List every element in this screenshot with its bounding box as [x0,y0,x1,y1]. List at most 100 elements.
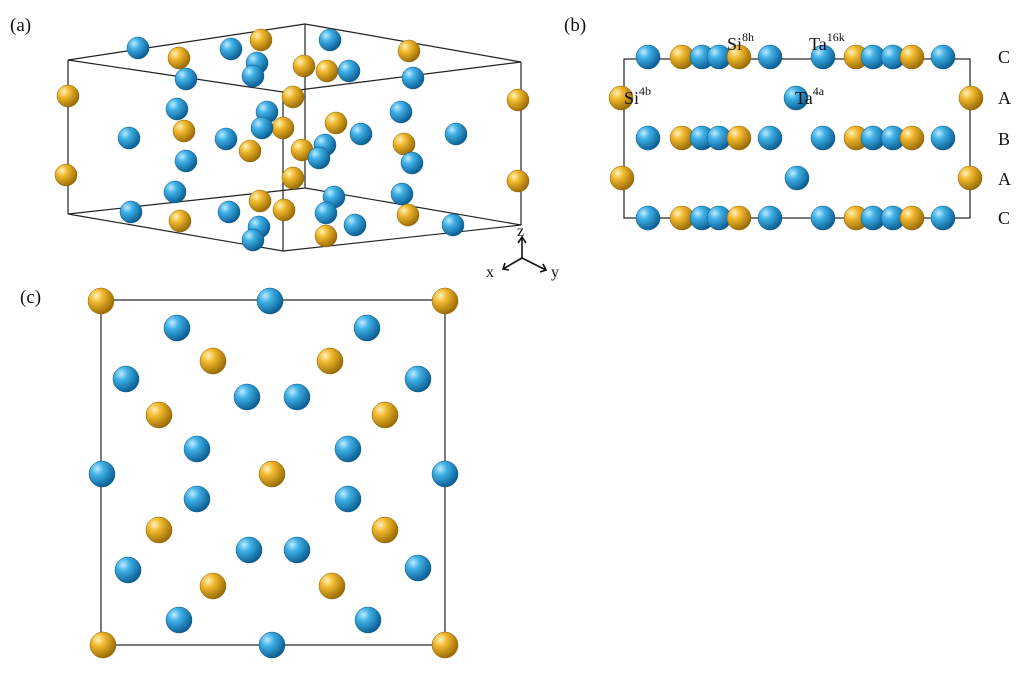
panel-a-ta-atom-38 [163,180,187,204]
panel-a-ta-atom-43 [217,200,241,224]
panel-a-atoms [54,28,530,252]
panel-c-ta-atom-8 [112,365,140,393]
panel-c-atoms [87,287,459,659]
panel-c-si-atom-21 [145,516,173,544]
panel-b-ta-atom-29 [784,165,810,191]
panel-a-ta-atom-18 [389,100,413,124]
panel-a-si-atom-52 [314,224,338,248]
panel-a-si-atom-3 [249,28,273,52]
panel-b-label: (b) [564,15,586,36]
panel-c-ta-atom-20 [334,485,362,513]
panel-a-ta-atom-41 [390,182,414,206]
panel-b-si-atom-11 [899,44,925,70]
panel-c-ta-atom-10 [233,383,261,411]
panel-b-cell-outline [623,58,971,219]
panel-b-atoms [608,44,984,231]
panel-a-ta-atom-45 [314,201,338,225]
panel-a-si-atom-5 [397,39,421,63]
panel-c-ta-atom-4 [163,314,191,342]
panel-b-ta-atom-42 [930,205,956,231]
panel-b-ta-atom-31 [635,205,661,231]
panel-b-si-atom-26 [899,125,925,151]
panel-c-si-atom-27 [199,572,227,600]
panel-b-si-atom-5 [726,44,752,70]
panel-c-ta-atom-9 [404,365,432,393]
panel-a-si-atom-22 [324,111,348,135]
panel-a-si-atom-44 [272,198,296,222]
panel-c-si-atom-3 [431,287,459,315]
panel-a-si-atom-37 [506,169,530,193]
panel-a-si-atom-16 [506,88,530,112]
panel-c-si-atom-12 [145,401,173,429]
panel-a-ta-atom-33 [307,146,331,170]
panel-a-si-atom-36 [281,166,305,190]
panel-b-si-atom-30 [957,165,983,191]
panel-a-si-atom-8 [292,54,316,78]
panel-c-ta-atom-26 [404,554,432,582]
panel-c-si-atom-1 [87,287,115,315]
panel-a-ta-atom-12 [241,64,265,88]
site-label-si-8h: Si8h [727,30,754,54]
panel-a-ta-atom-25 [250,116,274,140]
panel-b-ta-atom-12 [930,44,956,70]
panel-b-si-atom-41 [899,205,925,231]
layer-label-5: C [998,208,1010,228]
site-label-ta-4a: Ta4a [795,84,825,108]
axis-x-label: x [486,264,494,281]
panel-a-ta-atom-17 [165,97,189,121]
panel-a-ta-atom-42 [119,200,143,224]
panel-a-si-atom-21 [271,116,295,140]
panel-a-ta-atom-2 [219,37,243,61]
panel-c-ta-atom-23 [235,536,263,564]
panel-a-ta-atom-27 [444,122,468,146]
panel-a-si-atom-46 [396,203,420,227]
layer-label-3: B [998,129,1010,149]
panel-c-si-atom-22 [371,516,399,544]
panel-b-ta-atom-36 [757,205,783,231]
panel-c-si-atom-13 [371,401,399,429]
panel-a-si-atom-28 [392,132,416,156]
panel-a-ta-atom-34 [400,151,424,175]
panel-a-si-atom-9 [315,59,339,83]
panel-b-ta-atom-21 [757,125,783,151]
panel-a-ta-atom-24 [214,127,238,151]
panel-a-si-atom-6 [167,46,191,70]
panel-a-si-atom-35 [54,163,78,187]
panel-c-ta-atom-30 [354,606,382,634]
panel-b-ta-atom-7 [810,44,836,70]
panel-a-si-atom-15 [281,85,305,109]
panel-a-unit-cell [54,23,530,252]
panel-a-ta-atom-23 [117,126,141,150]
panel-c-ta-atom-18 [431,460,459,488]
panel-c-si-atom-31 [89,631,117,659]
panel-c-ta-atom-29 [165,606,193,634]
layer-label-2: A [998,88,1011,108]
panel-c-ta-atom-5 [353,314,381,342]
panel-a-ta-atom-10 [337,59,361,83]
layer-label-4: A [998,169,1011,189]
panel-a-si-atom-29 [238,139,262,163]
panel-b-ta-atom-14 [783,85,809,111]
panel-c-si-atom-7 [316,347,344,375]
panel-c-ta-atom-2 [256,287,284,315]
panel-a-ta-atom-49 [343,213,367,237]
panel-b-ta-atom-16 [635,125,661,151]
panel-b-ta-atom-6 [757,44,783,70]
panel-c-si-atom-28 [318,572,346,600]
panel-a-ta-atom-11 [174,67,198,91]
panel-b-ta-atom-37 [810,205,836,231]
site-label-si-4b: Si4b [624,84,651,108]
panel-c-si-atom-6 [199,347,227,375]
panel-a-ta-atom-50 [441,213,465,237]
panel-c-ta-atom-24 [283,536,311,564]
panel-c-ta-atom-11 [283,383,311,411]
panel-a-ta-atom-32 [174,149,198,173]
panel-b-si-atom-28 [609,165,635,191]
panel-a-si-atom-39 [248,189,272,213]
panel-b-ta-atom-27 [930,125,956,151]
axis-z-label: z [517,223,524,240]
panel-c-label: (c) [20,287,41,308]
panel-a-si-atom-47 [168,209,192,233]
panel-c-ta-atom-25 [114,556,142,584]
